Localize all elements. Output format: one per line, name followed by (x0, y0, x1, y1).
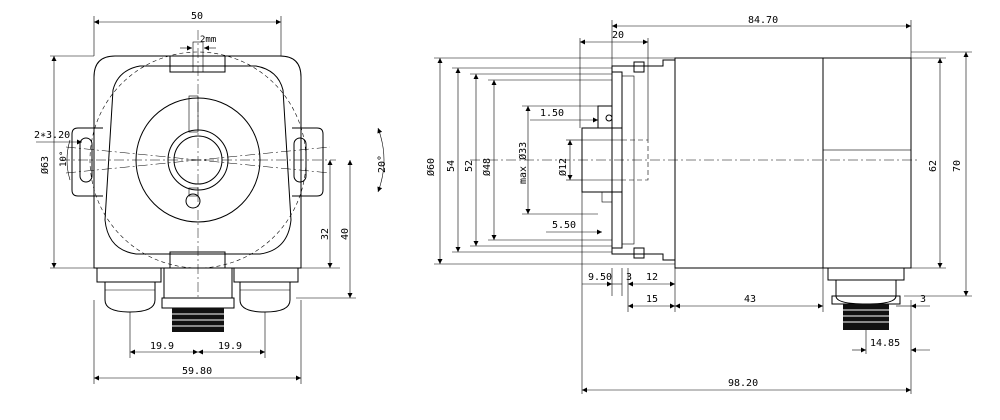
dim-len-3b: 3 (920, 294, 926, 305)
side-clamp-bottom (633, 247, 645, 259)
dim-angle-10: 10° (59, 151, 69, 167)
dim-len-15: 15 (646, 294, 658, 305)
dim-len-1-50: 1.50 (540, 108, 564, 119)
dim-width-59-80: 59.80 (182, 366, 212, 377)
side-main-body (674, 57, 824, 269)
front-screw-hole (185, 193, 201, 209)
dim-dia-60: Ø60 (425, 158, 437, 176)
front-left-ear (71, 127, 103, 197)
dim-len-9-50: 9.50 (588, 272, 612, 283)
dim-h-40: 40 (340, 228, 351, 240)
front-keyway-top (188, 95, 199, 133)
dim-70: 70 (952, 160, 963, 172)
front-housing (93, 55, 302, 269)
dim-52: 52 (464, 160, 475, 172)
dim-connector-19-9-left: 19.9 (150, 341, 174, 352)
dim-angle-20: 20° (377, 155, 388, 173)
front-top-clamp (169, 55, 226, 73)
side-connector (827, 267, 905, 330)
front-right-ear (292, 127, 324, 197)
dim-62: 62 (928, 160, 939, 172)
dim-dia-12: Ø12 (557, 158, 569, 176)
front-connector-left (96, 267, 162, 313)
dim-len-5-50: 5.50 (552, 220, 576, 231)
side-clamp-top (633, 61, 645, 73)
dim-len-3a: 3 (626, 272, 632, 283)
side-view: 84.70 20 1.50 Ø60 54 52 Ø48 max Ø33 (425, 15, 972, 394)
dim-holes: 2∗3.20 (34, 130, 70, 141)
dim-len-43: 43 (744, 294, 756, 305)
dim-dia-63: Ø63 (39, 156, 51, 174)
dim-len-84-70: 84.70 (748, 15, 778, 26)
dim-width-50: 50 (191, 11, 203, 22)
dim-h-32: 32 (320, 228, 331, 240)
dim-len-12: 12 (646, 272, 658, 283)
dim-len-98-20: 98.20 (728, 378, 758, 389)
dim-dia-48: Ø48 (481, 158, 493, 176)
dim-slot-2mm: 2mm (200, 35, 216, 45)
front-connector-center (161, 267, 235, 332)
side-shaft-hidden (621, 139, 649, 181)
side-rear-cover (822, 57, 912, 269)
dim-len-20: 20 (612, 30, 624, 41)
dim-len-14-85: 14.85 (870, 338, 900, 349)
front-flange (104, 65, 292, 255)
side-rear-window (822, 149, 912, 269)
dim-dia-max-33: max Ø33 (517, 142, 529, 184)
front-view: 50 2mm 2∗3.20 10° Ø63 20° 32 40 19.9 19.… (34, 11, 388, 384)
dim-connector-19-9-right: 19.9 (218, 341, 242, 352)
front-connector-right (233, 267, 299, 313)
front-angle-line-2 (65, 146, 331, 174)
dim-54: 54 (446, 160, 457, 172)
side-clamp-screw (597, 105, 613, 129)
